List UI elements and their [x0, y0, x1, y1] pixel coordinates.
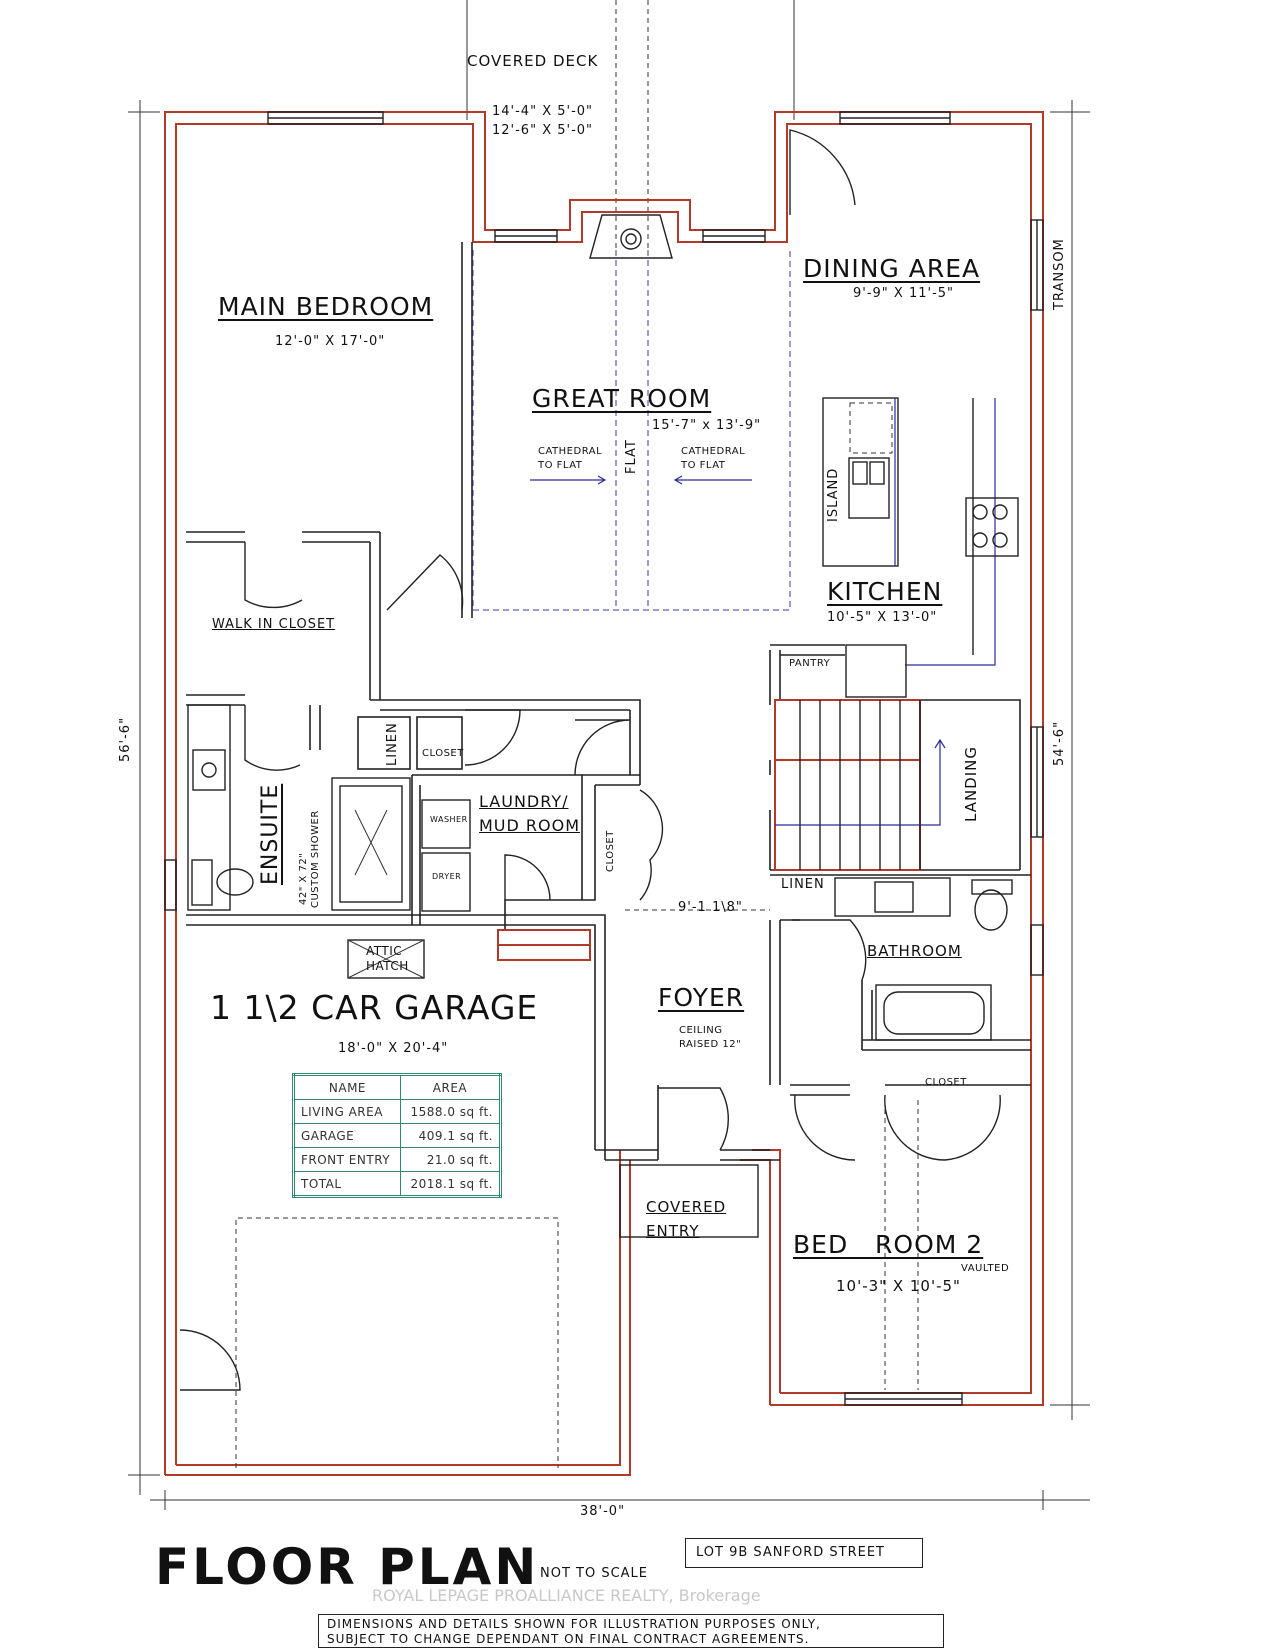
mud-room-label: MUD ROOM	[479, 816, 581, 835]
exterior-walls	[164, 111, 1044, 1476]
covered-deck-outline	[466, 0, 795, 250]
hatch-label: HATCH	[366, 959, 409, 973]
great-room-dim: 15'-7" x 13'-9"	[652, 418, 762, 433]
foyer-note-1: CEILING	[679, 1025, 723, 1036]
bathroom-linen-label: LINEN	[781, 877, 825, 892]
great-room-flat-label: FLAT	[624, 439, 639, 474]
main-bedroom-dim: 12'-0" X 17'-0"	[275, 334, 386, 349]
stairs	[774, 699, 946, 871]
pantry-label: PANTRY	[789, 658, 831, 669]
lot-label: LOT 9B SANFORD STREET	[696, 1545, 885, 1560]
great-room-note-left-2: TO FLAT	[538, 460, 583, 471]
garage-label: 1 1\2 CAR GARAGE	[210, 988, 539, 1027]
great-room-note-right-1: CATHEDRAL	[681, 446, 746, 457]
fireplace	[589, 214, 673, 259]
bottom-dimension: 38'-0"	[580, 1504, 626, 1519]
floor-plan-title: FLOOR PLAN	[155, 1538, 540, 1596]
great-room-note-right-2: TO FLAT	[681, 460, 726, 471]
kitchen-label: KITCHEN	[827, 577, 943, 606]
bedroom2-closet-label: CLOSET	[925, 1077, 967, 1088]
closet-label-1: CLOSET	[422, 748, 464, 759]
bathroom-fixtures	[834, 877, 1013, 1041]
garage-dim: 18'-0" X 20'-4"	[338, 1041, 449, 1056]
windows	[164, 111, 1044, 1406]
disclaimer-line-1: DIMENSIONS AND DETAILS SHOWN FOR ILLUSTR…	[327, 1617, 821, 1631]
area-table-header-area: AREA	[399, 1074, 502, 1100]
bedroom2-label: BED ROOM 2	[793, 1230, 984, 1259]
ensuite-label: ENSUITE	[258, 783, 283, 885]
table-cell: LIVING AREA	[293, 1099, 401, 1124]
great-room-ceiling-lines	[472, 250, 791, 611]
disclaimer-line-2: SUBJECT TO CHANGE DEPENDANT ON FINAL CON…	[327, 1632, 810, 1646]
table-row: LIVING AREA 1588.0 sq ft.	[293, 1099, 502, 1124]
laundry-label: LAUNDRY/	[479, 792, 569, 811]
table-row: FRONT ENTRY 21.0 sq ft.	[293, 1147, 502, 1172]
shower-note: CUSTOM SHOWER	[310, 810, 321, 908]
dining-area-label: DINING AREA	[803, 254, 981, 283]
table-cell: 409.1 sq ft.	[399, 1123, 502, 1148]
bedroom2-dim: 10'-3" X 10'-5"	[836, 1277, 961, 1295]
table-row: GARAGE 409.1 sq ft.	[293, 1123, 502, 1148]
table-cell: 21.0 sq ft.	[399, 1147, 502, 1172]
foyer-width-dim: 9'-1 1\8"	[678, 900, 743, 915]
covered-entry-label-2: ENTRY	[646, 1222, 700, 1240]
attic-label: ATTIC	[366, 944, 403, 958]
area-table-header-name: NAME	[293, 1074, 401, 1100]
table-cell: FRONT ENTRY	[293, 1147, 401, 1172]
ensuite-linen-label: LINEN	[385, 722, 400, 766]
dryer-label: DRYER	[432, 872, 462, 881]
foyer-label: FOYER	[658, 983, 745, 1012]
watermark: ROYAL LEPAGE PROALLIANCE REALTY, Brokera…	[372, 1586, 761, 1605]
main-bedroom-label: MAIN BEDROOM	[218, 292, 434, 321]
transom-label: TRANSOM	[1052, 238, 1067, 310]
right-dimension: 54'-6"	[1052, 720, 1067, 766]
kitchen-dim: 10'-5" X 13'-0"	[827, 610, 938, 625]
table-cell: 1588.0 sq ft.	[399, 1099, 502, 1124]
island-label: ISLAND	[826, 467, 841, 522]
landing-label: LANDING	[962, 745, 980, 822]
table-cell: GARAGE	[293, 1123, 401, 1148]
table-cell: TOTAL	[293, 1171, 401, 1197]
table-cell: 2018.1 sq ft.	[399, 1171, 502, 1197]
doors	[179, 129, 1001, 1391]
foyer-note-2: RAISED 12"	[679, 1039, 742, 1050]
disclaimer-box: DIMENSIONS AND DETAILS SHOWN FOR ILLUSTR…	[318, 1614, 944, 1648]
great-room-note-left-1: CATHEDRAL	[538, 446, 603, 457]
left-dimension: 56'-6"	[118, 716, 133, 762]
washer-label: WASHER	[430, 815, 468, 824]
area-table-header: NAME AREA	[293, 1074, 502, 1100]
dimension-lines	[128, 100, 1090, 1510]
walk-in-closet-label: WALK IN CLOSET	[212, 617, 336, 632]
closet-label-2: CLOSET	[605, 830, 616, 872]
covered-deck-dim-1: 14'-4" X 5'-0"	[492, 104, 594, 119]
great-room-label: GREAT ROOM	[532, 384, 712, 413]
area-table: NAME AREA LIVING AREA 1588.0 sq ft. GARA…	[292, 1073, 502, 1198]
not-to-scale-label: NOT TO SCALE	[540, 1566, 649, 1581]
covered-deck-label: COVERED DECK	[467, 52, 599, 70]
table-row: TOTAL 2018.1 sq ft.	[293, 1171, 502, 1197]
vaulted-label: VAULTED	[961, 1263, 1010, 1274]
kitchen-fixtures	[822, 397, 1019, 698]
ensuite-fixtures	[187, 704, 471, 912]
dining-area-dim: 9'-9" X 11'-5"	[853, 286, 955, 301]
covered-entry-label-1: COVERED	[646, 1198, 727, 1216]
bathroom-label: BATHROOM	[867, 942, 962, 960]
garage-details	[235, 909, 919, 1468]
covered-deck-dim-2: 12'-6" X 5'-0"	[492, 123, 594, 138]
shower-dim: 42" X 72"	[298, 852, 309, 905]
lot-box: LOT 9B SANFORD STREET	[685, 1538, 923, 1568]
